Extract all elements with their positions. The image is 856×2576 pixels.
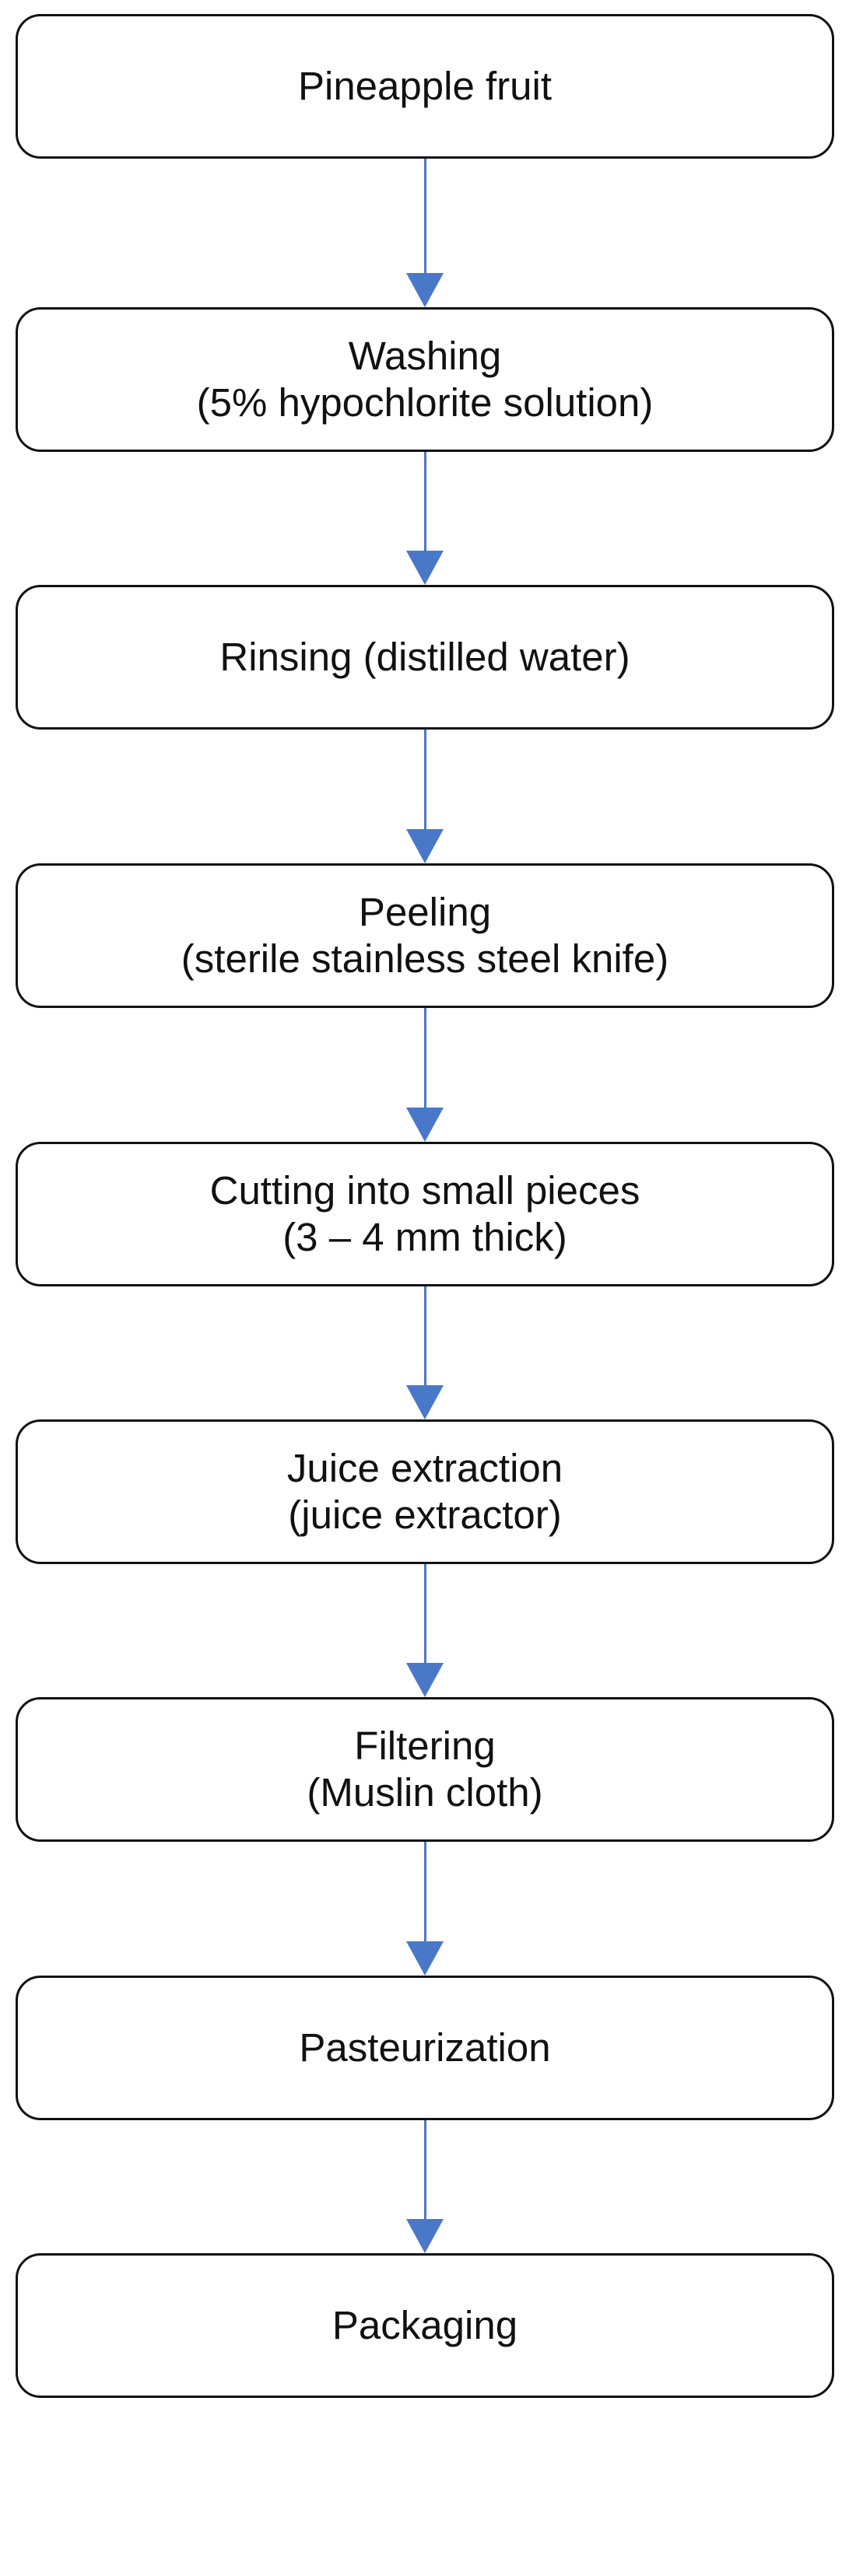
step-washing: Washing(5% hypochlorite solution) [16, 307, 834, 452]
arrow-line [424, 1008, 426, 1108]
step-text-line: (5% hypochlorite solution) [196, 380, 654, 425]
step-rinsing: Rinsing (distilled water) [16, 585, 834, 730]
step-text-line: Cutting into small pieces [209, 1167, 640, 1213]
arrow-down-icon [406, 1663, 444, 1697]
step-juice-extraction: Juice extraction(juice extractor) [16, 1419, 834, 1564]
arrow-line [424, 452, 426, 551]
arrow-line [424, 1286, 426, 1385]
step-cutting: Cutting into small pieces(3 – 4 mm thick… [16, 1142, 834, 1286]
arrow-down-icon [406, 273, 444, 307]
step-text-line: (3 – 4 mm thick) [282, 1215, 567, 1259]
step-filtering: Filtering(Muslin cloth) [16, 1697, 834, 1842]
step-pineapple-fruit: Pineapple fruit [16, 14, 834, 159]
step-peeling: Peeling(sterile stainless steel knife) [16, 863, 834, 1008]
step-text-line: (sterile stainless steel knife) [181, 936, 669, 981]
arrow-down-icon [406, 1385, 444, 1419]
arrow-down-icon [406, 1941, 444, 1976]
arrow-line [424, 1564, 426, 1663]
step-text-line: Peeling [358, 889, 492, 934]
step-pasteurization: Pasteurization [16, 1976, 834, 2120]
step-text-line: (juice extractor) [288, 1493, 562, 1537]
step-text-line: Rinsing (distilled water) [219, 634, 630, 679]
arrow-down-icon [406, 2219, 444, 2253]
step-text-line: (Muslin cloth) [307, 1770, 543, 1815]
arrow-line [424, 2120, 426, 2219]
step-packaging: Packaging [16, 2253, 834, 2398]
arrow-down-icon [406, 1108, 444, 1142]
step-text-line: Packaging [332, 2302, 518, 2347]
step-text-line: Filtering [354, 1723, 496, 1768]
arrow-line [424, 159, 426, 273]
arrow-down-icon [406, 551, 444, 585]
step-text-line: Juice extraction [286, 1445, 563, 1490]
arrow-line [424, 730, 426, 829]
arrow-down-icon [406, 829, 444, 863]
step-text-line: Pineapple fruit [297, 63, 553, 108]
arrow-line [424, 1842, 426, 1941]
step-text-line: Pasteurization [299, 2025, 551, 2070]
step-text-line: Washing [348, 333, 502, 378]
